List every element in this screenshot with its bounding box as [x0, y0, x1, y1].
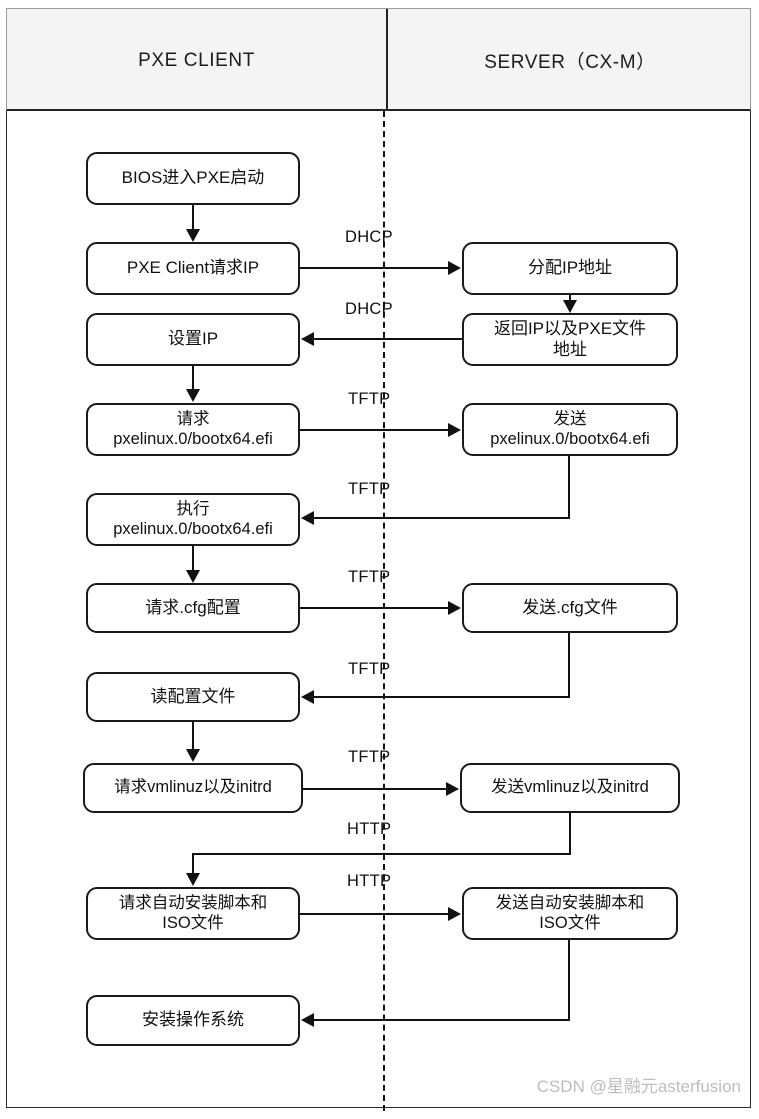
node-set-ip[interactable]: 设置IP — [86, 313, 300, 366]
connector-send-boot-to-exec-boot — [314, 517, 570, 519]
protocol-label-tftp-2: TFTP — [348, 480, 391, 498]
connector-request-ks-to-send-ks — [300, 913, 449, 915]
protocol-label-tftp-1: TFTP — [348, 390, 391, 408]
connector-request-boot-to-send-boot — [300, 429, 449, 431]
node-return-ip-and-pxe-file-address[interactable]: 返回IP以及PXE文件 地址 — [462, 313, 678, 366]
node-execute-bootloader[interactable]: 执行 pxelinux.0/bootx64.efi — [86, 493, 300, 546]
lane-divider-lifeline — [383, 111, 385, 1111]
node-bios-enter-pxe[interactable]: BIOS进入PXE启动 — [86, 152, 300, 205]
arrowhead-left-send-boot-to-exec-boot — [301, 511, 314, 525]
connector-set-ip-to-request-boot — [192, 366, 194, 390]
protocol-label-tftp-3: TFTP — [348, 568, 391, 586]
connector-send-cfg-down — [568, 633, 570, 697]
protocol-label-http-2: HTTP — [347, 872, 392, 890]
connector-exec-boot-to-request-cfg — [192, 546, 194, 571]
watermark-credit: CSDN @星融元asterfusion — [536, 1077, 741, 1096]
arrowhead-right-request-ip-to-alloc-ip — [448, 261, 461, 275]
arrowhead-down-exec-boot-to-request-cfg — [186, 570, 200, 583]
node-pxe-client-request-ip[interactable]: PXE Client请求IP — [86, 242, 300, 295]
node-install-os[interactable]: 安装操作系统 — [86, 995, 300, 1046]
arrowhead-right-request-cfg-to-send-cfg — [448, 601, 461, 615]
arrowhead-left-send-cfg-to-read-cfg — [301, 690, 314, 704]
connector-send-ks-to-install-os — [314, 1019, 570, 1021]
arrowhead-down-http-to-request-ks — [186, 873, 200, 886]
node-request-vmlinuz-initrd[interactable]: 请求vmlinuz以及initrd — [83, 763, 303, 813]
protocol-label-dhcp-2: DHCP — [345, 300, 393, 318]
connector-alloc-ip-to-return-ip — [569, 295, 571, 301]
node-request-cfg[interactable]: 请求.cfg配置 — [86, 583, 300, 633]
arrowhead-down-alloc-ip-to-return-ip — [563, 300, 577, 313]
arrowhead-down-bios-to-request-ip — [186, 229, 200, 242]
node-send-vmlinuz-initrd[interactable]: 发送vmlinuz以及initrd — [460, 763, 680, 813]
connector-send-cfg-to-read-cfg — [314, 696, 570, 698]
node-send-kickstart-iso[interactable]: 发送自动安装脚本和 ISO文件 — [462, 887, 678, 940]
node-send-cfg-file[interactable]: 发送.cfg文件 — [462, 583, 678, 633]
arrowhead-left-return-ip-to-set-ip — [301, 332, 314, 346]
arrowhead-right-request-vmlinuz-to-send-vmlinuz — [446, 782, 459, 796]
swimlane-header: PXE CLIENT SERVER（CX-M） — [6, 8, 752, 112]
node-allocate-ip-address[interactable]: 分配IP地址 — [462, 242, 678, 295]
node-request-bootloader[interactable]: 请求 pxelinux.0/bootx64.efi — [86, 403, 300, 456]
connector-return-ip-to-set-ip — [314, 338, 462, 340]
protocol-label-http-1: HTTP — [347, 820, 392, 838]
connector-request-vmlinuz-to-send-vmlinuz — [303, 788, 447, 790]
connector-http-crossover-down — [192, 853, 194, 874]
connector-request-ip-to-alloc-ip — [300, 267, 449, 269]
node-read-cfg-file[interactable]: 读配置文件 — [86, 672, 300, 722]
protocol-label-tftp-4: TFTP — [348, 660, 391, 678]
connector-send-ks-down — [568, 940, 570, 1020]
column-header-server: SERVER（CX-M） — [386, 9, 752, 112]
connector-bios-to-request-ip — [192, 205, 194, 230]
protocol-label-tftp-5: TFTP — [348, 748, 391, 766]
protocol-label-dhcp-1: DHCP — [345, 228, 393, 246]
connector-send-vmlinuz-down — [569, 813, 571, 855]
column-header-pxe-client: PXE CLIENT — [138, 49, 255, 71]
connector-read-cfg-to-request-vmlinuz — [192, 722, 194, 749]
connector-http-crossover-horizontal — [192, 853, 571, 855]
connector-request-cfg-to-send-cfg — [300, 607, 449, 609]
connector-send-boot-down — [568, 456, 570, 518]
arrowhead-left-send-ks-to-install-os — [301, 1013, 314, 1027]
arrowhead-right-request-boot-to-send-boot — [448, 423, 461, 437]
arrowhead-down-set-ip-to-request-boot — [186, 389, 200, 402]
node-request-kickstart-iso[interactable]: 请求自动安装脚本和 ISO文件 — [86, 887, 300, 940]
arrowhead-down-read-cfg-to-request-vmlinuz — [186, 749, 200, 762]
arrowhead-right-request-ks-to-send-ks — [448, 907, 461, 921]
node-send-bootloader[interactable]: 发送 pxelinux.0/bootx64.efi — [462, 403, 678, 456]
